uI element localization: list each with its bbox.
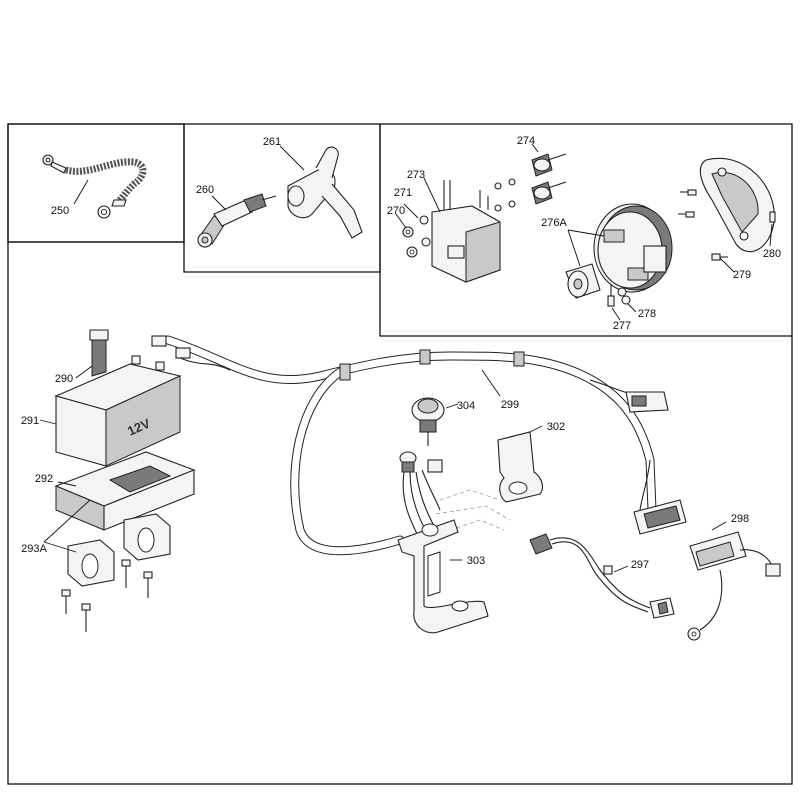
panel-ground-cable (7, 123, 185, 243)
callout-277: 277 (613, 320, 631, 332)
clamps-293a: 293A (21, 499, 171, 587)
ground-cable-250: 250 (42, 154, 147, 219)
dashed-guides (435, 489, 511, 531)
outer-frame (7, 123, 793, 785)
callout-250: 250 (51, 205, 69, 217)
callout-270: 270 (387, 205, 405, 217)
connector-298: 298 (633, 459, 781, 641)
sensor-lead-wires (399, 451, 443, 541)
callout-291: 291 (21, 415, 39, 427)
callout-279: 279 (733, 269, 751, 281)
panel-ignition (379, 124, 792, 337)
battery-291: 12V 291 (21, 355, 182, 467)
stator-plate-279: 279 (678, 157, 775, 281)
callout-276a: 276A (541, 217, 567, 229)
callout-293a: 293A (21, 543, 47, 555)
mounting-screws (61, 559, 153, 632)
washers-270-271: 271 270 (387, 187, 431, 258)
spark-plug-260: 260 (196, 184, 277, 248)
spacers-274: 274 (494, 135, 567, 212)
bolts-277-278: 277 278 (607, 284, 656, 332)
battery-strap-290: 290 (55, 329, 109, 385)
callout-299: 299 (501, 399, 519, 411)
callout-280: 280 (763, 248, 781, 260)
callout-273: 273 (407, 169, 425, 181)
callout-304: 304 (457, 400, 475, 412)
wiring-harness-299: 299 (151, 335, 669, 556)
callout-302: 302 (547, 421, 565, 433)
callout-298: 298 (731, 513, 749, 525)
battery-side (105, 375, 181, 467)
spark-plug-cap-261: 261 (263, 136, 363, 239)
callout-260: 260 (196, 184, 214, 196)
ignition-module-273: 273 (407, 169, 501, 283)
push-switch-304: 304 (411, 397, 475, 446)
callout-278: 278 (638, 308, 656, 320)
sensor-cable-297: 297 (529, 533, 675, 619)
bracket-302: 302 (497, 421, 565, 503)
callout-274: 274 (517, 135, 535, 147)
callout-292: 292 (35, 473, 53, 485)
callout-261: 261 (263, 136, 281, 148)
callout-297: 297 (631, 559, 649, 571)
callout-303: 303 (467, 555, 485, 567)
braided-strap (65, 158, 147, 205)
battery-tray-292: 292 (35, 451, 196, 531)
diagram-frames (7, 123, 793, 785)
bracket-303: 303 (397, 519, 489, 634)
flywheel-rotor-276a: 276A (541, 203, 673, 299)
callout-271: 271 (394, 187, 412, 199)
pin-280: 280 (763, 211, 781, 260)
callout-290: 290 (55, 373, 73, 385)
